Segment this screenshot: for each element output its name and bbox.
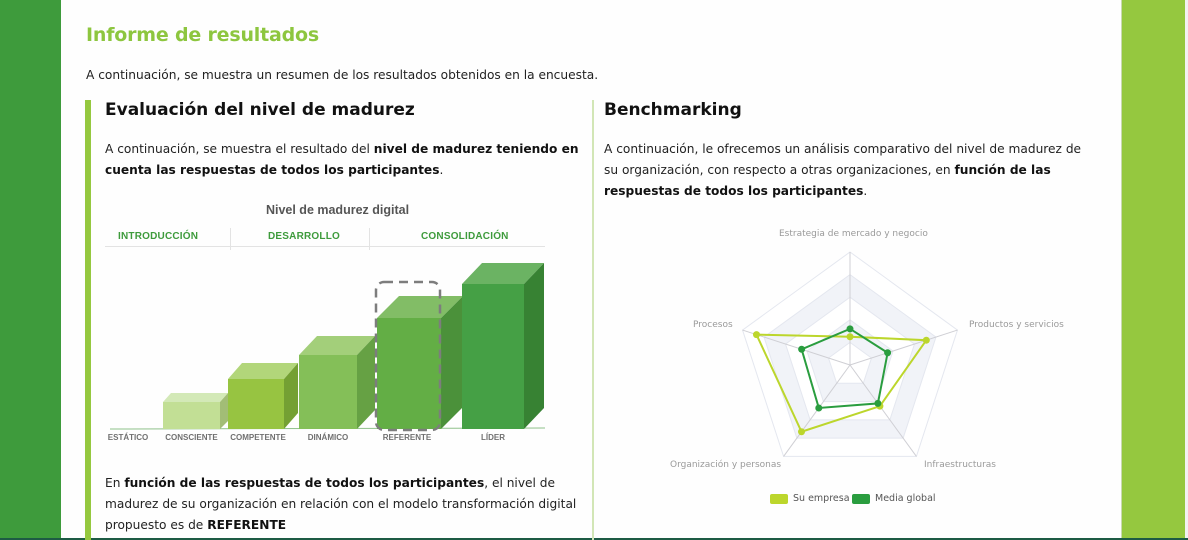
maturity-description: A continuación, se muestra el resultado … (105, 139, 585, 181)
legend-label: Su empresa (793, 493, 850, 504)
bar-label: REFERENTE (382, 433, 432, 442)
maturity-section-accent (85, 100, 91, 540)
bar-referente (377, 296, 463, 429)
bench-desc-bold: función de las respuestas de todos los p… (604, 163, 1051, 198)
bar-consciente (163, 393, 228, 429)
page-intro: A continuación, se muestra un resumen de… (86, 68, 599, 82)
bottom-divider (0, 538, 1188, 540)
maturity-desc-text: A continuación, se muestra el resultado … (105, 142, 374, 156)
bar-competente (228, 363, 298, 429)
bar-label: LÍDER (481, 433, 505, 442)
left-brand-band (0, 0, 61, 540)
current-level-highlight (374, 280, 442, 432)
bar-lider (462, 263, 544, 429)
radar-plot (741, 251, 959, 457)
maturity-desc-bold: nivel de madurez teniendo en cuenta las … (105, 142, 579, 177)
bar-chart-title: Nivel de madurez digital (265, 203, 410, 217)
legend-item-su-empresa[interactable]: Su empresa (770, 493, 850, 504)
page-title: Informe de resultados (86, 24, 319, 46)
phase-desarrollo: DESARROLLO (268, 231, 340, 242)
right-brand-band (1121, 0, 1185, 540)
bar-label: CONSCIENTE (165, 433, 218, 442)
bar-label: ESTÁTICO (107, 433, 149, 442)
phase-underline (105, 246, 545, 247)
maturity-level-value: REFERENTE (207, 518, 287, 532)
phase-divider (369, 228, 370, 250)
bar-label: DINÁMICO (307, 433, 349, 442)
maturity-heading: Evaluación del nivel de madurez (105, 100, 415, 120)
radar-axis-label: Productos y servicios (969, 320, 1064, 330)
page-background (61, 0, 1121, 538)
result-bold: función de las respuestas de todos los p… (124, 476, 485, 490)
bar-dinamico (299, 336, 375, 429)
result-text: , el nivel de madurez de su organización… (105, 476, 577, 532)
maturity-desc-suffix: . (439, 163, 444, 177)
benchmarking-section-accent (592, 100, 594, 540)
bench-desc-suffix: . (863, 184, 868, 198)
result-prefix: En (105, 476, 125, 490)
phase-introduccion: INTRODUCCIÓN (118, 231, 199, 242)
right-edge (1185, 0, 1188, 540)
radar-axis-label: Organización y personas (670, 460, 782, 470)
phase-divider (230, 228, 231, 250)
maturity-bars (109, 263, 546, 432)
benchmarking-heading: Benchmarking (604, 100, 742, 120)
maturity-result: En función de las respuestas de todos lo… (105, 473, 585, 536)
bar-label: COMPETENTE (230, 433, 286, 442)
phase-consolidacion: CONSOLIDACIÓN (421, 231, 509, 242)
media-global-swatch-icon (852, 493, 870, 504)
radar-axis-label: Estrategia de mercado y negocio (779, 229, 928, 239)
legend-item-media-global[interactable]: Media global (852, 493, 936, 504)
radar-axis-label: Infraestructuras (924, 460, 996, 470)
radar-axis-label: Procesos (693, 320, 733, 330)
benchmarking-description: A continuación, le ofrecemos un análisis… (604, 139, 1094, 202)
su-empresa-swatch-icon (770, 493, 788, 504)
legend-label: Media global (875, 493, 936, 504)
bench-desc-text: A continuación, le ofrecemos un análisis… (604, 142, 1082, 177)
